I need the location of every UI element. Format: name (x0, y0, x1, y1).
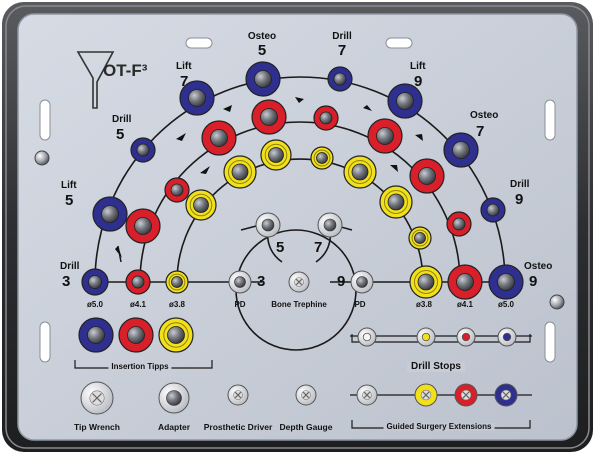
pin-drill-5 (130, 137, 156, 163)
pin-red-right-2 (446, 211, 472, 237)
pin-insertion-red (118, 317, 154, 353)
pin-pd-left (228, 270, 252, 294)
pin-insertion-yellow (158, 317, 194, 353)
pin-red-right-1 (447, 264, 483, 300)
pin-center-7 (317, 212, 343, 238)
label-center-5: 5 (276, 239, 285, 256)
pin-yellow-left-1 (165, 270, 189, 294)
pin-depth-gauge (295, 384, 317, 406)
label-drill-9-name: Drill (510, 179, 530, 190)
pin-red-left-2 (125, 208, 161, 244)
pin-yellow-right-3 (343, 155, 377, 189)
label-left-dia-4-1: ø4.1 (129, 300, 147, 309)
label-adapter: Adapter (157, 422, 191, 432)
pin-lift-7 (179, 80, 215, 116)
label-drill-5-name: Drill (112, 114, 132, 125)
label-bone-trephine: Bone Trephine (271, 300, 327, 309)
pin-yellow-left-3 (223, 155, 257, 189)
pin-yellow-center (310, 146, 334, 170)
label-lift-7-name: Lift (176, 61, 192, 72)
label-lift-5-number: 5 (65, 192, 74, 209)
pin-red-right-3 (409, 158, 445, 194)
pin-bone-trephine (288, 271, 310, 293)
label-osteo-7-name: Osteo (470, 110, 499, 121)
pin-drill-stop-4 (497, 327, 517, 347)
label-right-dia-3-8: ø3.8 (415, 300, 433, 309)
label-lift-9-number: 9 (414, 73, 423, 90)
pin-yellow-left-2 (185, 189, 217, 221)
pin-layer (78, 61, 524, 415)
label-osteo-9-name: Osteo (524, 261, 553, 272)
label-pd-3: 3 (257, 273, 266, 290)
label-osteo-5-number: 5 (257, 42, 267, 59)
label-insertion-tipps: Insertion Tipps (108, 363, 172, 371)
pin-red-left-1 (125, 269, 151, 295)
pin-tip-wrench (80, 381, 114, 415)
label-lift-9-name: Lift (410, 61, 426, 72)
pin-pd-right (350, 270, 374, 294)
label-drill-5-number: 5 (116, 126, 125, 143)
label-right-dia-4-1: ø4.1 (456, 300, 474, 309)
pin-drill-stop-3 (456, 327, 476, 347)
label-depth-gauge: Depth Gauge (279, 422, 333, 432)
pin-lift-5 (92, 196, 128, 232)
label-left-dia-3-8: ø3.8 (168, 300, 186, 309)
pin-red-left-3 (164, 177, 190, 203)
pin-osteo-7 (443, 132, 479, 168)
pin-yellow-right-1 (409, 265, 443, 299)
pin-yellow-left-4 (260, 139, 292, 171)
label-drill-stops: Drill Stops (406, 362, 466, 372)
logo: OT-F³ (103, 61, 148, 80)
pin-drill-9 (480, 197, 506, 223)
pin-osteo-9 (488, 264, 524, 300)
label-guided-surgery-extensions: Guided Surgery Extensions (383, 423, 495, 431)
label-lift-5-name: Lift (61, 180, 77, 191)
label-left-pd: PD (234, 300, 246, 309)
label-prosthetic-driver: Prosthetic Driver (203, 422, 273, 432)
label-left-dia-5: ø5.0 (86, 300, 104, 309)
label-tip-wrench: Tip Wrench (74, 422, 120, 432)
pin-red-left-4 (201, 120, 237, 156)
label-osteo-9-number: 9 (529, 273, 538, 290)
label-drill-9-number: 9 (515, 191, 524, 208)
pin-red-left-5 (251, 99, 287, 135)
pin-center-5 (255, 212, 281, 238)
pin-guided-blue (494, 383, 518, 407)
label-pd-9: 9 (337, 273, 346, 290)
pin-guided-yellow (414, 383, 438, 407)
pin-guided-white (356, 384, 378, 406)
pin-drill-7 (327, 66, 353, 92)
pin-drill-stop-1 (357, 327, 377, 347)
pin-lift-9 (387, 83, 423, 119)
label-drill-7-name: Drill (332, 31, 352, 42)
label-osteo-7-number: 7 (476, 123, 485, 140)
pin-guided-red (454, 383, 478, 407)
tray-plate (17, 13, 578, 441)
pin-drill-stop-2 (416, 327, 436, 347)
label-lift-7-number: 7 (180, 73, 189, 90)
direction-arrows (115, 97, 423, 263)
label-center-7: 7 (314, 239, 323, 256)
pin-insertion-blue (78, 317, 114, 353)
pin-adapter (158, 382, 190, 414)
label-drill-7-number: 7 (337, 42, 347, 59)
pin-yellow-right-1b (408, 226, 432, 250)
label-right-pd: PD (354, 300, 366, 309)
label-drill-3-name: Drill (60, 261, 80, 272)
label-drill-3-number: 3 (62, 273, 71, 290)
pin-red-right-5 (313, 105, 339, 131)
pin-red-right-4 (367, 118, 403, 154)
pin-yellow-right-2 (379, 185, 413, 219)
pin-osteo-5 (245, 61, 281, 97)
pin-drill-3 (81, 268, 109, 296)
label-osteo-5-name: Osteo (247, 31, 277, 42)
pin-prosthetic-driver (227, 384, 249, 406)
label-right-dia-5: ø5.0 (497, 300, 515, 309)
